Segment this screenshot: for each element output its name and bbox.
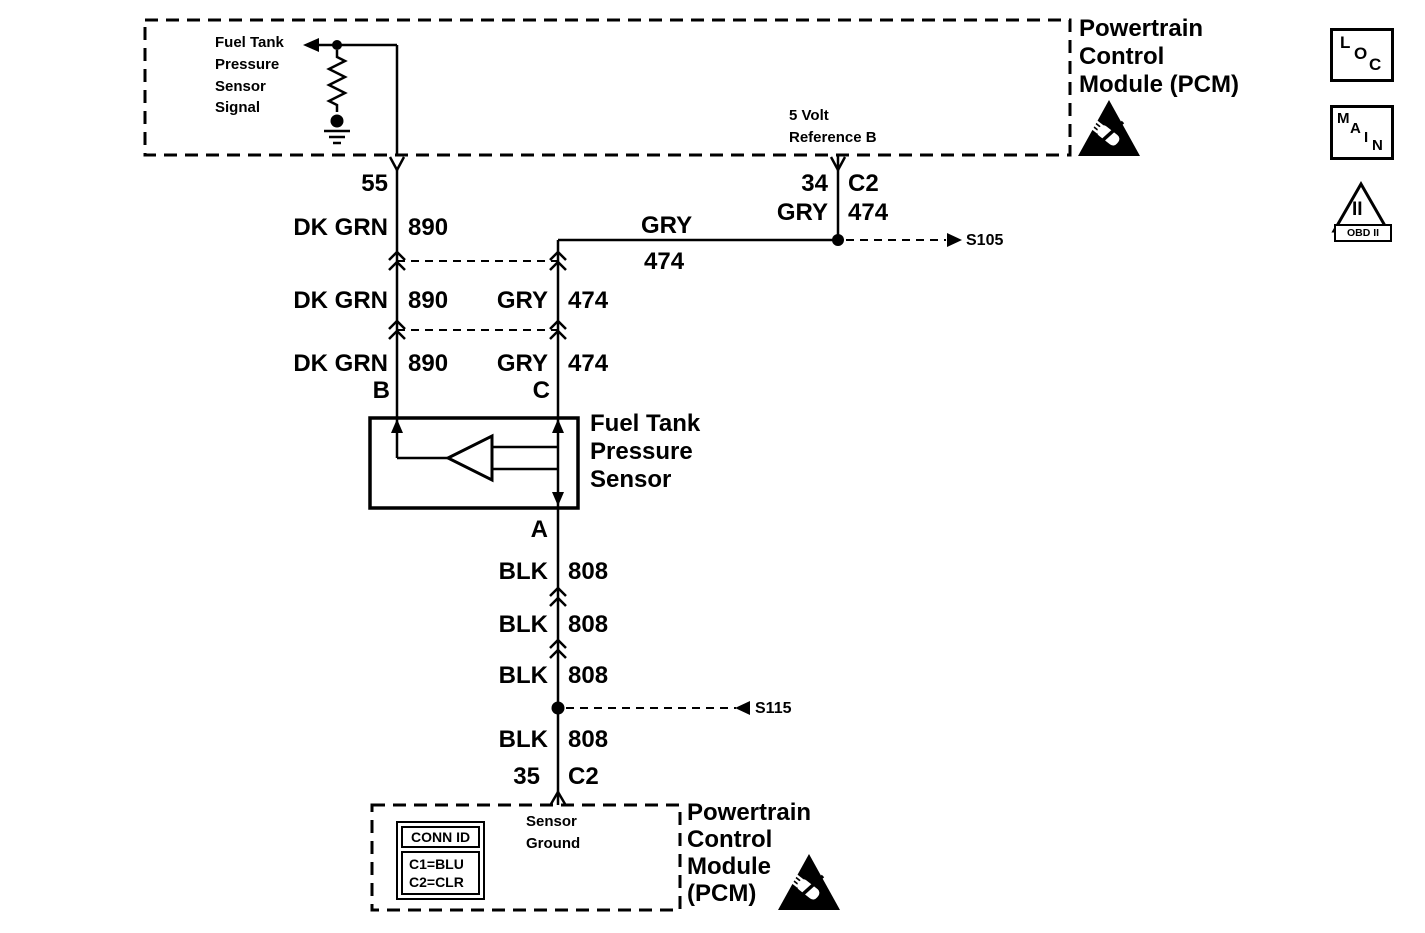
ground-wire-circuit: 808 xyxy=(568,611,609,638)
left-wire-color: DK GRN xyxy=(293,350,388,377)
signal-label: Fuel Tank Pressure Sensor Signal xyxy=(215,34,284,117)
main-letter: I xyxy=(1364,129,1369,146)
left-wire-color: DK GRN xyxy=(293,214,388,241)
splice-s115-arrow xyxy=(735,701,750,715)
ground-symbol xyxy=(330,114,344,128)
resistor-symbol xyxy=(326,50,348,112)
ground-wire-circuit: 808 xyxy=(568,726,609,753)
esd-warning-icon-top xyxy=(1076,98,1142,158)
terminal-c-label: C xyxy=(532,377,550,404)
sensor-label: Fuel Tank Pressure Sensor xyxy=(590,410,701,493)
connector-34-symbol xyxy=(829,156,847,173)
right-wire-color: GRY xyxy=(496,287,548,314)
loc-letter: C xyxy=(1369,55,1382,74)
signal-arrow xyxy=(303,38,319,52)
pin-34-label: 34 xyxy=(801,170,828,197)
pin-35-label: 35 xyxy=(513,763,540,790)
wire-break-icon xyxy=(549,586,567,597)
wire-break-icon xyxy=(549,638,567,649)
sensor-arrow-b xyxy=(391,419,403,433)
junction-dot-s105 xyxy=(832,234,844,246)
pcm-top-box xyxy=(143,18,1072,157)
splice-s115-label: S115 xyxy=(755,700,792,717)
wire-break-icon xyxy=(388,319,406,330)
conn-id-row: C1=BLU xyxy=(409,856,464,872)
5v-reference-label: 5 Volt Reference B xyxy=(789,107,877,146)
obd-label: OBD II xyxy=(1334,224,1392,242)
sensor-transducer-symbol xyxy=(444,433,494,483)
pcm-bottom-box xyxy=(370,803,682,912)
connector-c2-top-label: C2 xyxy=(848,170,879,197)
splice-s105-arrow xyxy=(947,233,962,247)
terminal-a-label: A xyxy=(530,516,548,543)
sensor-ground-label: Sensor Ground xyxy=(526,813,581,852)
terminal-b-label: B xyxy=(372,377,390,404)
wire-break-icon xyxy=(388,250,406,261)
main-badge: M A I N xyxy=(1330,105,1394,160)
obd-numeral: II xyxy=(1352,199,1363,220)
wire-34-circuit-label: 474 xyxy=(848,199,889,226)
right-wire-circuit: 474 xyxy=(568,350,609,377)
loc-letter: L xyxy=(1340,33,1351,52)
ground-wire-circuit: 808 xyxy=(568,558,609,585)
connector-35-symbol xyxy=(549,789,567,805)
pin-55-label: 55 xyxy=(361,170,388,197)
ground-wire-color: BLK xyxy=(498,726,548,753)
ground-wire-color: BLK xyxy=(498,662,548,689)
wire-break-icon xyxy=(549,319,567,330)
left-wire-circuit: 890 xyxy=(408,350,449,377)
main-letter: M xyxy=(1337,110,1350,127)
loc-badge: L O C xyxy=(1330,28,1394,82)
sensor-arrow-a xyxy=(552,492,564,506)
connector-c2-bottom-label: C2 xyxy=(568,763,599,790)
right-wire-color: GRY xyxy=(496,350,548,377)
pcm-top-label: Powertrain Control Module (PCM) xyxy=(1079,15,1239,98)
main-letter: N xyxy=(1372,137,1383,154)
sensor-arrow-c xyxy=(552,419,564,433)
jumper-color-label: GRY xyxy=(641,212,693,239)
left-wire-color: DK GRN xyxy=(293,287,388,314)
jumper-circuit-label: 474 xyxy=(644,248,685,275)
pcm-bottom-label: Powertrain Control Module (PCM) xyxy=(687,799,812,907)
wire-break-icon xyxy=(549,250,567,261)
connector-55-symbol xyxy=(388,156,406,173)
junction-dot-s115 xyxy=(551,701,565,715)
ground-wire-color: BLK xyxy=(498,611,548,638)
sensor-box xyxy=(368,416,580,510)
junction-dot xyxy=(332,40,342,50)
loc-letter: O xyxy=(1354,44,1368,63)
main-letter: A xyxy=(1350,120,1361,137)
left-wire-circuit: 890 xyxy=(408,214,449,241)
ground-wire-color: BLK xyxy=(498,558,548,585)
left-wire-circuit: 890 xyxy=(408,287,449,314)
conn-id-row: C2=CLR xyxy=(409,874,464,890)
wire-34-color-label: GRY xyxy=(776,199,828,226)
conn-id-table: CONN ID C1=BLU C2=CLR xyxy=(396,821,486,900)
right-wire-circuit: 474 xyxy=(568,287,609,314)
ground-wire-circuit: 808 xyxy=(568,662,609,689)
conn-id-header: CONN ID xyxy=(401,826,481,848)
splice-s105-label: S105 xyxy=(966,232,1004,249)
